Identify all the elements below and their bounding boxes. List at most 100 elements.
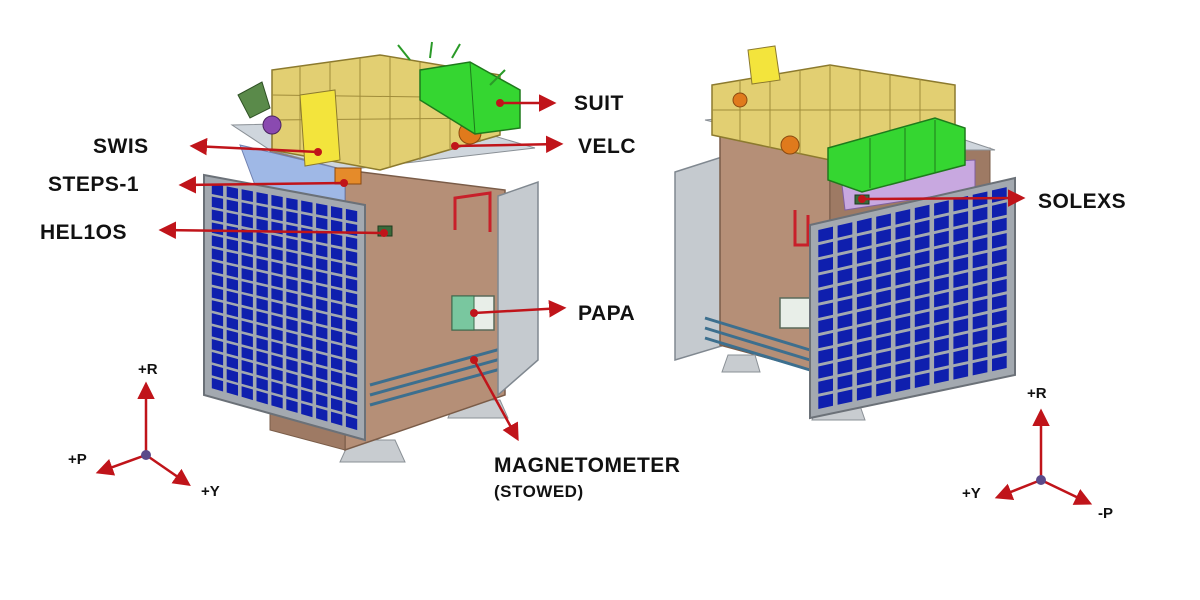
solar-cell — [914, 204, 930, 221]
leader-arrows — [158, 94, 1026, 442]
solar-cell — [953, 226, 969, 242]
solar-cell — [286, 331, 298, 346]
solar-cell — [818, 332, 833, 349]
solar-cell — [856, 233, 872, 249]
solar-cell — [972, 344, 988, 361]
solar-cell — [953, 318, 969, 334]
solar-cell — [934, 322, 949, 338]
solar-cell — [331, 343, 343, 357]
solar-cell — [241, 346, 253, 361]
solar-cell — [211, 352, 224, 366]
solar-cell — [345, 374, 358, 389]
solar-cell — [331, 370, 343, 385]
axis-triad-right — [994, 408, 1093, 505]
solar-cell — [818, 363, 833, 379]
solar-cell — [856, 217, 872, 234]
solar-cell — [953, 333, 969, 349]
solar-cell — [271, 301, 283, 315]
solar-cell — [226, 369, 238, 383]
solar-cell — [345, 236, 358, 250]
solar-cell — [914, 281, 930, 297]
solar-cell — [211, 209, 224, 223]
solar-cell — [837, 343, 853, 360]
solar-cell — [914, 219, 930, 236]
solar-cell — [876, 274, 891, 290]
label-magnetometer-stowed: (STOWED) — [494, 482, 584, 501]
solar-cell — [345, 305, 358, 320]
label-helios: HEL1OS — [40, 221, 128, 244]
solar-cell — [876, 228, 891, 245]
solar-cell — [972, 252, 988, 269]
solar-cell — [992, 233, 1007, 249]
solar-cells-right — [818, 187, 1007, 409]
solar-cell — [992, 325, 1007, 341]
solar-cell — [241, 254, 253, 268]
solar-cell — [856, 293, 872, 310]
solar-cell — [256, 297, 268, 312]
solar-cell — [331, 288, 343, 302]
solar-cell — [301, 403, 313, 418]
solar-cell — [818, 241, 833, 258]
solar-cell — [876, 320, 891, 336]
solar-cell — [992, 279, 1007, 295]
solar-cell — [895, 224, 911, 240]
solar-cell — [818, 257, 833, 273]
axis-right-p: -P — [1098, 505, 1113, 522]
solar-cell — [301, 376, 313, 391]
solar-cell — [331, 233, 343, 247]
axis-left-y: +Y — [201, 483, 220, 500]
solar-cell — [316, 216, 328, 230]
solar-cell — [271, 328, 283, 342]
solar-cell — [914, 311, 930, 327]
solar-cell — [914, 372, 930, 388]
solar-cell — [953, 195, 969, 212]
label-papa: PAPA — [578, 302, 636, 325]
solar-cell — [211, 248, 224, 262]
solar-cell — [837, 283, 853, 299]
solar-cell — [856, 354, 872, 371]
solar-cell — [895, 239, 911, 256]
solar-cell — [301, 214, 313, 228]
solar-cell — [895, 209, 911, 225]
solar-cell — [876, 213, 891, 229]
solar-cell — [256, 205, 268, 219]
solar-cell — [256, 324, 268, 338]
solar-cell — [953, 272, 969, 288]
solar-cell — [331, 356, 343, 371]
solar-cell — [211, 287, 224, 301]
solar-cell — [895, 300, 911, 316]
axis-left-r: +R — [138, 361, 158, 378]
solar-cell — [972, 206, 988, 223]
solar-cell — [301, 200, 313, 214]
solar-cell — [211, 364, 224, 379]
solar-cell — [271, 288, 283, 302]
solar-cell — [345, 291, 358, 306]
solar-cell — [972, 359, 988, 376]
solar-cell — [331, 411, 343, 426]
solar-cell — [345, 402, 358, 417]
side-panel-right — [674, 154, 726, 362]
solar-cell — [286, 305, 298, 319]
solar-cell — [331, 302, 343, 316]
solar-cell — [914, 250, 930, 266]
solar-cell — [934, 337, 949, 354]
solar-cell — [876, 335, 891, 351]
axis-origin-right — [1036, 475, 1046, 485]
axis-origin-left — [141, 450, 151, 460]
solar-cell — [316, 353, 328, 367]
solar-cell — [837, 389, 853, 405]
solar-cell — [256, 192, 268, 205]
solar-cell — [818, 226, 833, 243]
solar-cell — [876, 243, 891, 260]
solar-cell — [818, 393, 833, 409]
solar-cell — [241, 307, 253, 321]
solar-cell — [837, 298, 853, 314]
solar-cell — [876, 381, 891, 397]
arrow-swis — [189, 137, 319, 156]
solar-cell — [934, 200, 949, 216]
solar-cell — [331, 219, 343, 233]
solar-cell — [856, 385, 872, 401]
solar-cell — [241, 294, 253, 308]
solar-cell — [211, 326, 224, 340]
solar-cell — [345, 388, 358, 403]
